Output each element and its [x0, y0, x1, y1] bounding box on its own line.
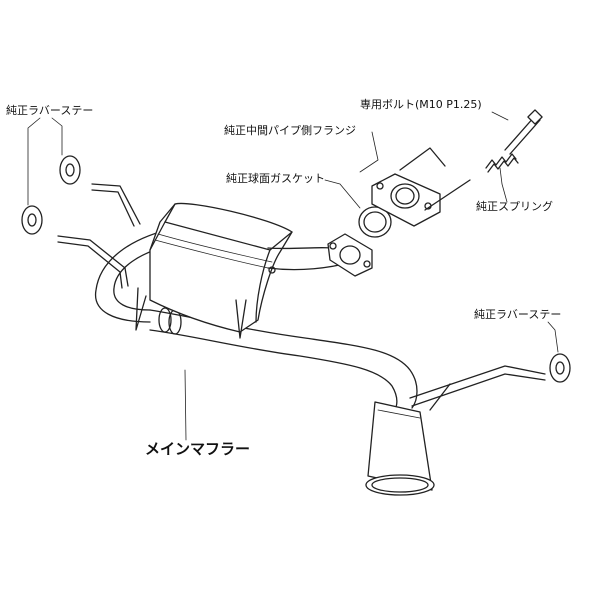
muffler-drum	[135, 202, 293, 339]
right-hanger-bracket	[409, 353, 571, 411]
mid-pipe-flange-shape	[371, 147, 471, 227]
label-rubber-stay-left: 純正ラバーステー	[6, 104, 94, 117]
left-hanger-rods	[57, 183, 141, 289]
left-rubber-hangers	[21, 155, 81, 235]
label-spring: 純正スプリング	[476, 200, 553, 213]
bolt-and-spring	[485, 109, 543, 173]
label-mid-pipe-flange: 純正中間パイプ側フランジ	[224, 124, 356, 137]
label-special-bolt: 専用ボルト(M10 P1.25)	[360, 98, 482, 111]
leader-lines	[27, 111, 559, 441]
label-rubber-stay-right: 純正ラバーステー	[474, 308, 562, 321]
label-main-muffler: メインマフラー	[145, 440, 251, 458]
ball-gasket	[358, 206, 392, 238]
muffler-flange	[327, 233, 373, 277]
label-ball-gasket: 純正球面ガスケット	[226, 172, 325, 185]
tail-tip	[365, 401, 435, 496]
